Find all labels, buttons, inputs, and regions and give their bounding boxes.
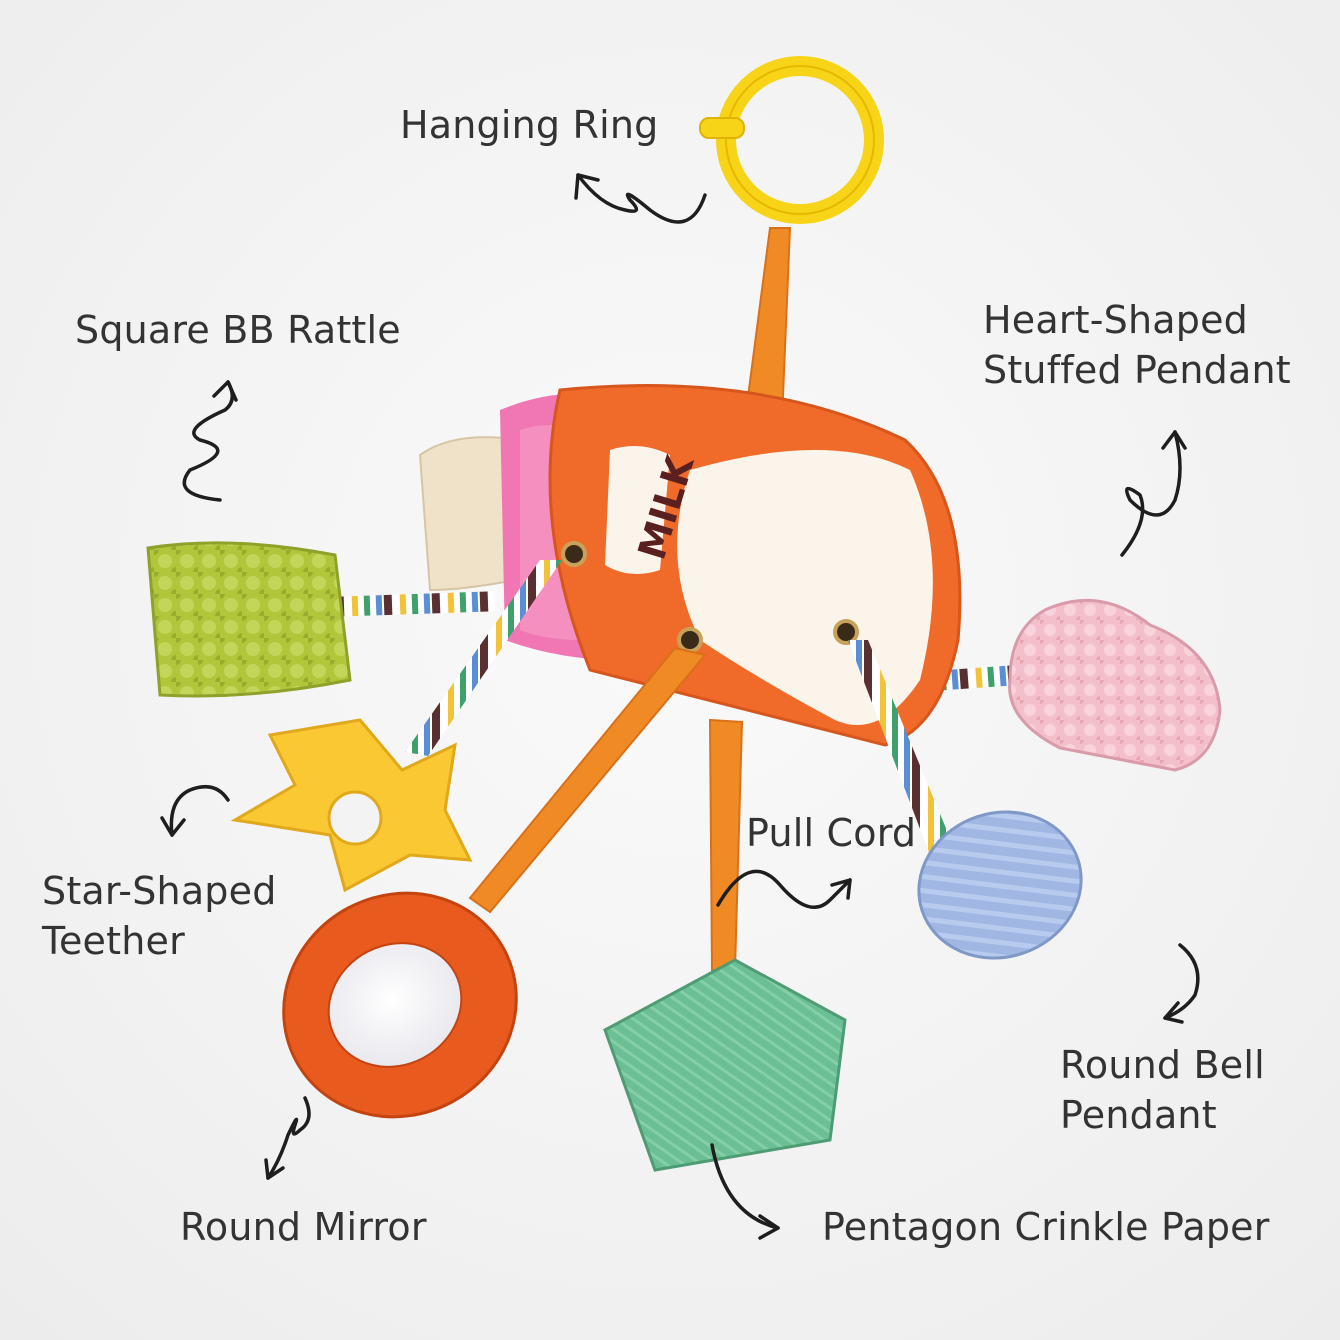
label-square-rattle: Square BB Rattle: [75, 308, 401, 352]
label-heart-pendant-line2: Stuffed Pendant: [983, 348, 1291, 392]
bell-ribbon: [848, 640, 955, 855]
label-star-teether-line1: Star-Shaped: [42, 869, 277, 913]
rattle-ribbon: [334, 591, 496, 617]
mirror-ribbon: [468, 646, 707, 914]
label-pentagon-crinkle: Pentagon Crinkle Paper: [822, 1205, 1270, 1249]
heart-pendant: [1008, 598, 1222, 772]
label-star-teether-line2: Teether: [42, 919, 185, 963]
label-heart-pendant-line1: Heart-Shaped: [983, 298, 1248, 342]
arrow-square-rattle: [182, 380, 238, 502]
label-pull-cord: Pull Cord: [746, 811, 917, 855]
teether-ribbon: [405, 560, 562, 756]
arrow-hanging-ring: [574, 173, 707, 224]
label-hanging-ring: Hanging Ring: [400, 103, 659, 147]
round-bell-pendant: [917, 810, 1083, 960]
round-mirror: [282, 891, 518, 1119]
star-teether: [230, 718, 473, 893]
hanging-ring: [699, 56, 884, 224]
square-rattle: [146, 541, 352, 698]
label-round-bell-line2: Pendant: [1060, 1093, 1217, 1137]
arrow-pentagon-crinkle: [710, 1143, 780, 1240]
arrow-pull-cord: [716, 869, 852, 909]
arrow-round-bell: [1163, 943, 1200, 1024]
arrow-heart-pendant: [1120, 430, 1187, 557]
label-round-mirror: Round Mirror: [180, 1205, 427, 1249]
label-round-bell-line1: Round Bell: [1060, 1043, 1265, 1087]
arrow-round-mirror: [264, 1096, 311, 1180]
pentagon-ribbon: [708, 718, 744, 971]
pentagon-crinkle: [603, 958, 847, 1172]
arrow-star-teether: [160, 784, 230, 837]
top-ribbon: [743, 227, 792, 421]
